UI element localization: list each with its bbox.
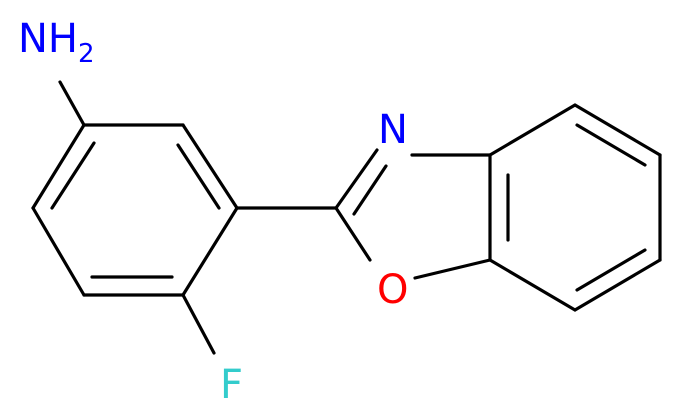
bond [31, 206, 86, 297]
amine-subscript: 2 [78, 39, 95, 69]
atom-labels: NH2 F N O [18, 16, 408, 408]
bond [176, 143, 221, 210]
bond [573, 258, 662, 312]
bond [488, 103, 577, 157]
amine-symbol: NH [18, 16, 78, 62]
bond [181, 123, 239, 210]
fluorine-label: F [220, 362, 243, 408]
bond [31, 123, 86, 210]
bond [181, 206, 239, 297]
bond [334, 148, 379, 210]
bond-to-amine [58, 80, 86, 127]
amine-label: NH2 [18, 16, 95, 69]
bond [488, 258, 577, 312]
bond-to-fluorine [181, 293, 216, 355]
bond [352, 164, 388, 216]
bond [334, 206, 372, 262]
ring-oxygen-label: O [377, 267, 408, 313]
bond [575, 248, 647, 292]
bond [413, 258, 492, 280]
ring-nitrogen-label: N [378, 107, 408, 153]
bonds [31, 80, 662, 355]
bond [573, 103, 662, 157]
bond [50, 141, 96, 210]
bond [575, 123, 647, 167]
